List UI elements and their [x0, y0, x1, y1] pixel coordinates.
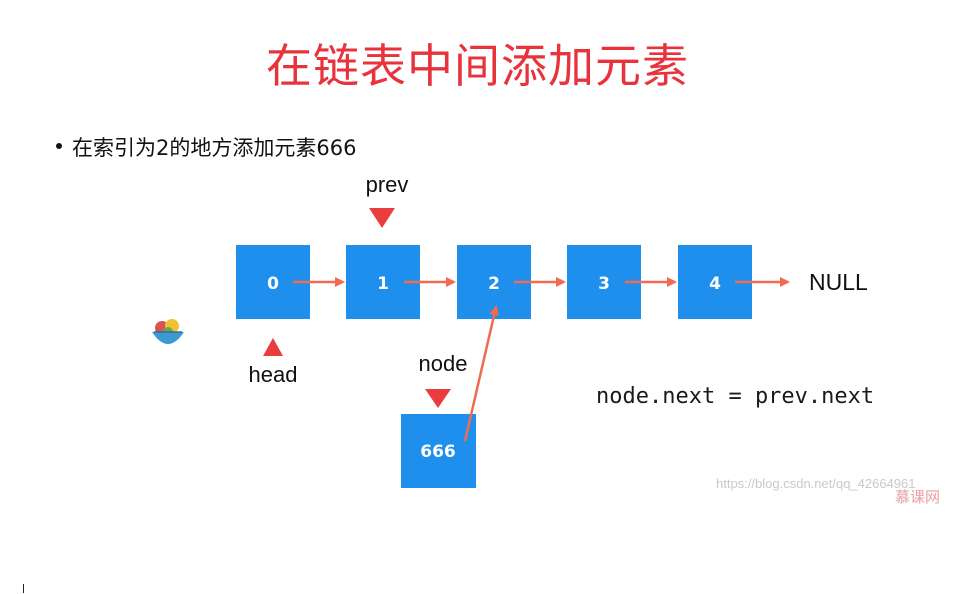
watermark: https://blog.csdn.net/qq_42664961: [716, 476, 916, 491]
new-node: 666: [401, 414, 476, 488]
bullet-text: 在索引为2的地方添加元素666: [72, 136, 357, 160]
list-node-1-label: 1: [377, 274, 389, 294]
list-node-3-label: 3: [598, 274, 610, 294]
arrow-new-to-2: [463, 305, 500, 442]
node-pointer-icon: [425, 389, 451, 408]
list-node-0-label: 0: [267, 274, 279, 294]
node-label: node: [419, 351, 468, 376]
text-cursor: [23, 584, 24, 593]
list-node-4-label: 4: [709, 274, 721, 294]
null-label: NULL: [809, 269, 868, 295]
fruit-bowl-icon: [152, 319, 184, 344]
list-node-2-label: 2: [488, 274, 500, 294]
new-node-label: 666: [420, 442, 456, 462]
code-snippet: node.next = prev.next: [596, 384, 875, 409]
bullet-item: 在索引为2的地方添加元素666: [56, 132, 356, 162]
prev-pointer-icon: [369, 208, 395, 228]
head-label: head: [249, 362, 298, 387]
head-pointer-icon: [263, 338, 283, 356]
prev-label: prev: [366, 172, 409, 197]
slide-title: 在链表中间添加元素: [266, 39, 689, 93]
bullet-dot: [56, 143, 62, 149]
new-node-box: [401, 414, 476, 488]
brand-logo: 慕课网: [895, 488, 941, 506]
